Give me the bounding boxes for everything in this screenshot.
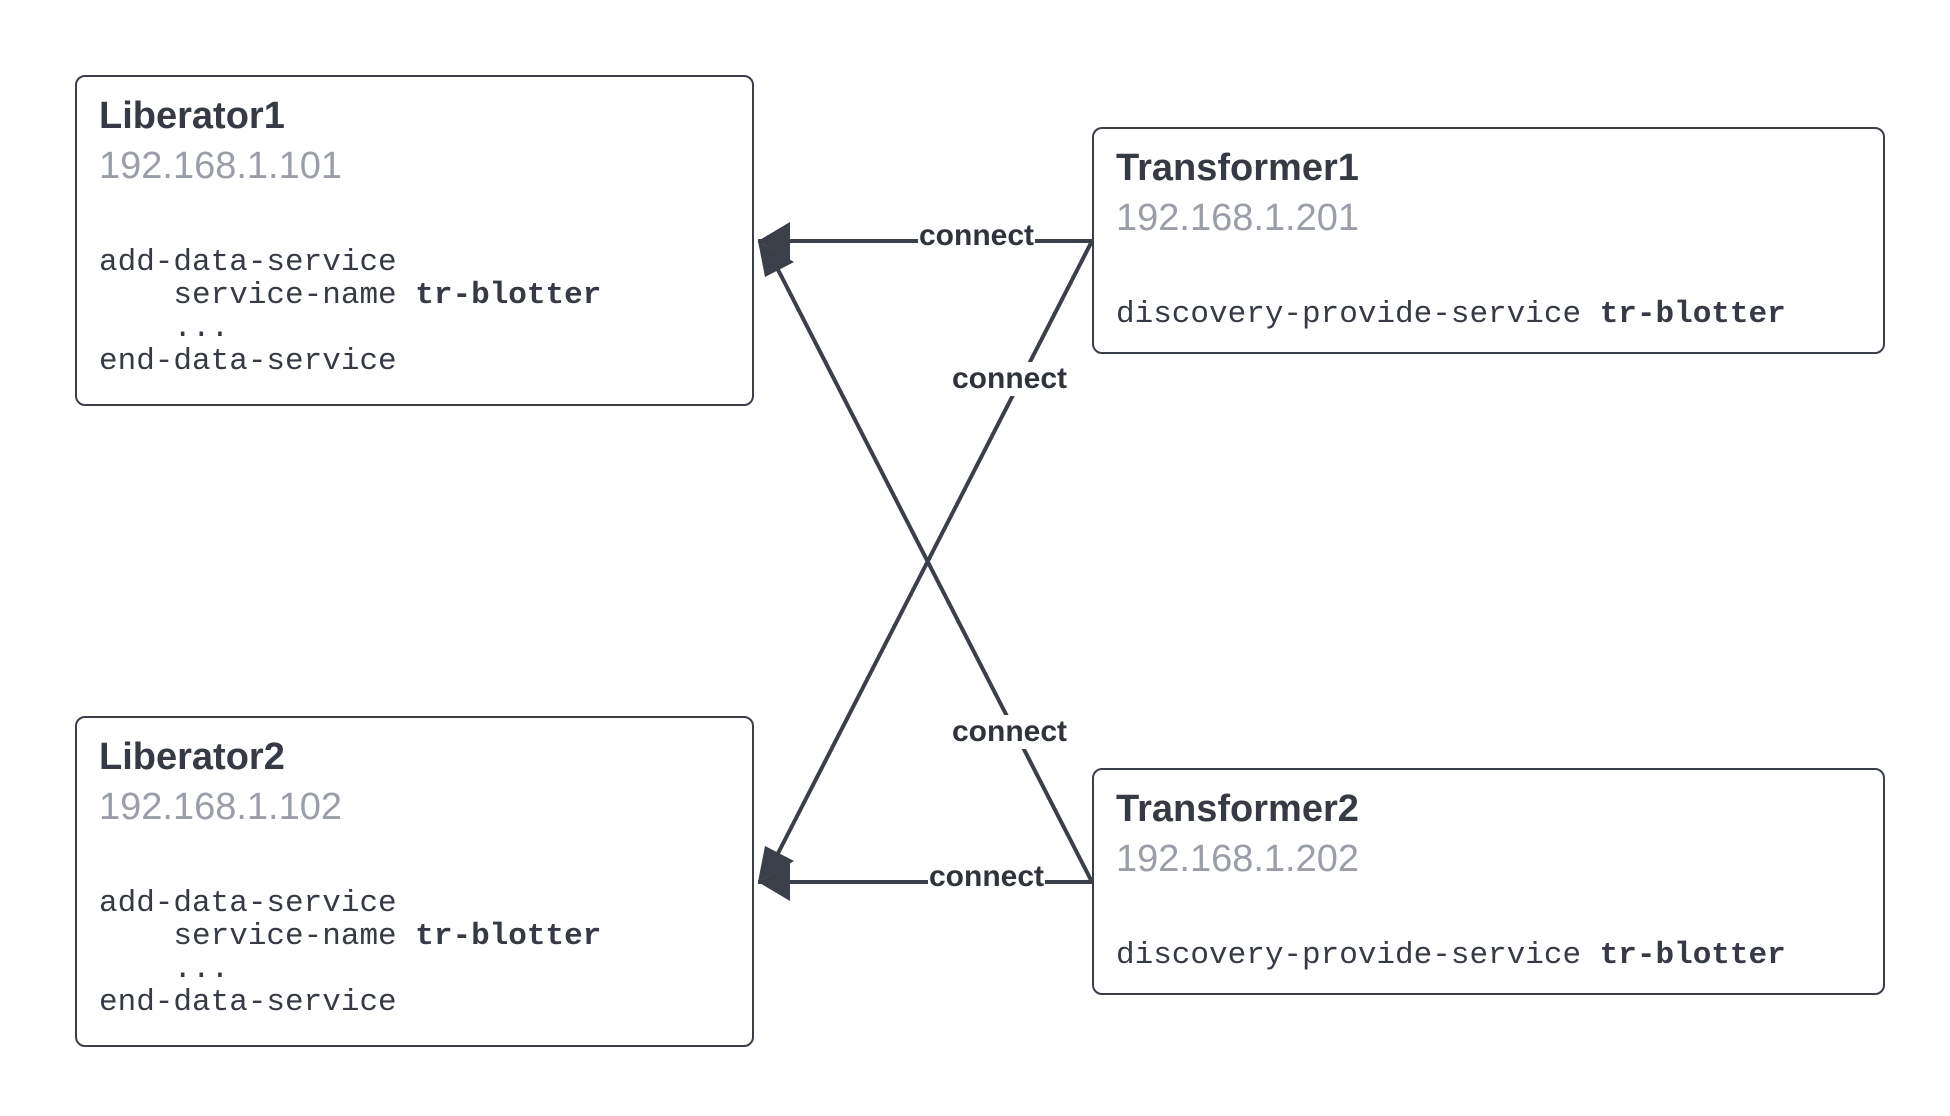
config-line: end-data-service: [99, 344, 397, 379]
config-line: ...: [99, 311, 230, 346]
arrowhead-transformer1-liberator1: [758, 222, 790, 260]
node-liberator2: Liberator2 192.168.1.102 add-data-servic…: [75, 716, 754, 1047]
node-ip: 192.168.1.102: [99, 786, 343, 828]
config-line: service-name tr-blotter: [99, 919, 602, 954]
arrowhead-transformer2-liberator1: [758, 241, 794, 277]
node-title: Transformer1: [1116, 147, 1359, 189]
node-title: Transformer2: [1116, 788, 1359, 830]
config-line: end-data-service: [99, 985, 397, 1020]
config-line: discovery-provide-service tr-blotter: [1116, 938, 1786, 973]
config-line: add-data-service: [99, 245, 397, 280]
node-ip: 192.168.1.202: [1116, 838, 1360, 880]
node-transformer2: Transformer2 192.168.1.202 discovery-pro…: [1092, 768, 1885, 995]
node-ip: 192.168.1.201: [1116, 197, 1360, 239]
node-title: Liberator2: [99, 736, 285, 778]
node-liberator1: Liberator1 192.168.1.101 add-data-servic…: [75, 75, 754, 406]
edge-label-transformer2-liberator2: connect: [928, 860, 1046, 894]
edge-transformer1-liberator2: [770, 240, 1094, 866]
config-line: service-name tr-blotter: [99, 278, 602, 313]
edge-label-transformer2-liberator1: connect: [951, 715, 1069, 749]
node-transformer1: Transformer1 192.168.1.201 discovery-pro…: [1092, 127, 1885, 354]
config-block: add-data-service service-name tr-blotter…: [99, 246, 601, 378]
edge-label-transformer1-liberator1: connect: [918, 219, 1036, 253]
node-ip: 192.168.1.101: [99, 145, 343, 187]
arrowhead-transformer2-liberator2: [758, 863, 790, 901]
edge-label-transformer1-liberator2: connect: [951, 362, 1069, 396]
config-line: add-data-service: [99, 886, 397, 921]
node-title: Liberator1: [99, 95, 285, 137]
config-block: discovery-provide-service tr-blotter: [1116, 298, 1786, 331]
config-line: discovery-provide-service tr-blotter: [1116, 297, 1786, 332]
edge-transformer2-liberator1: [770, 257, 1094, 883]
config-block: discovery-provide-service tr-blotter: [1116, 939, 1786, 972]
config-block: add-data-service service-name tr-blotter…: [99, 887, 601, 1019]
arrowhead-transformer1-liberator2: [758, 846, 794, 882]
config-line: ...: [99, 952, 230, 987]
